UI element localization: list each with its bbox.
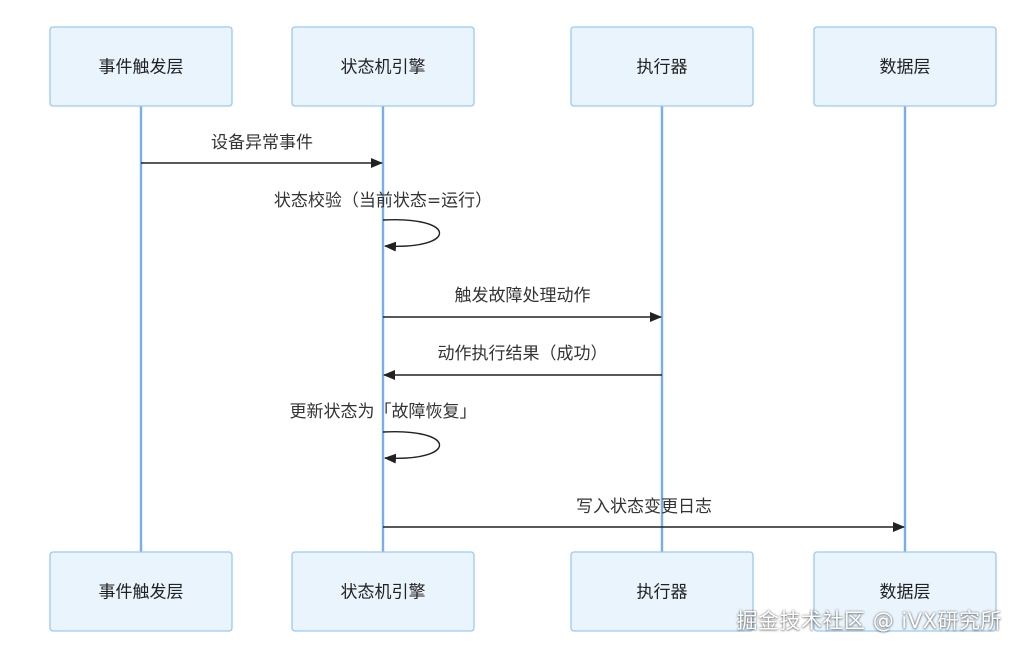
message-label: 写入状态变更日志 xyxy=(576,497,712,517)
participant-top-fsm: 状态机引擎 xyxy=(291,26,475,107)
message-3: 触发故障处理动作 xyxy=(383,286,662,322)
participant-box xyxy=(291,551,475,632)
participants: 事件触发层状态机引擎执行器数据层事件触发层状态机引擎执行器数据层 xyxy=(49,26,997,632)
lifelines xyxy=(139,106,907,552)
participant-bottom-trigger: 事件触发层 xyxy=(49,551,233,632)
participant-label: 执行器 xyxy=(637,583,688,603)
watermark: 掘金技术社区 @ iVX研究所 xyxy=(736,609,1002,633)
message-6: 写入状态变更日志 xyxy=(383,497,905,532)
self-message-arrow xyxy=(382,430,441,464)
participant-box xyxy=(813,551,997,632)
message-1: 设备异常事件 xyxy=(141,133,383,168)
participant-box xyxy=(291,26,475,107)
message-5: 更新状态为「故障恢复」 xyxy=(290,402,477,464)
participant-box xyxy=(49,26,233,107)
message-label: 动作执行结果（成功） xyxy=(438,344,608,364)
participant-top-data: 数据层 xyxy=(813,26,997,107)
participant-label: 执行器 xyxy=(637,58,688,78)
participant-label: 数据层 xyxy=(880,583,931,603)
message-2: 状态校验（当前状态=运行） xyxy=(274,191,492,252)
participant-label: 状态机引擎 xyxy=(341,583,426,603)
participant-box xyxy=(49,551,233,632)
participant-label: 事件触发层 xyxy=(99,58,184,78)
participant-label: 事件触发层 xyxy=(99,583,184,603)
message-label: 设备异常事件 xyxy=(211,133,313,153)
self-message-arrow xyxy=(382,218,441,252)
participant-bottom-data: 数据层 xyxy=(813,551,997,632)
message-label: 触发故障处理动作 xyxy=(455,286,591,306)
participant-box xyxy=(570,551,754,632)
participant-box xyxy=(813,26,997,107)
message-label: 状态校验（当前状态=运行） xyxy=(274,191,492,211)
participant-label: 状态机引擎 xyxy=(341,58,426,78)
message-label: 更新状态为「故障恢复」 xyxy=(290,402,477,422)
message-4: 动作执行结果（成功） xyxy=(383,344,662,380)
participant-top-executor: 执行器 xyxy=(570,26,754,107)
participant-bottom-executor: 执行器 xyxy=(570,551,754,632)
participant-label: 数据层 xyxy=(880,58,931,78)
participant-box xyxy=(570,26,754,107)
participant-bottom-fsm: 状态机引擎 xyxy=(291,551,475,632)
participant-top-trigger: 事件触发层 xyxy=(49,26,233,107)
